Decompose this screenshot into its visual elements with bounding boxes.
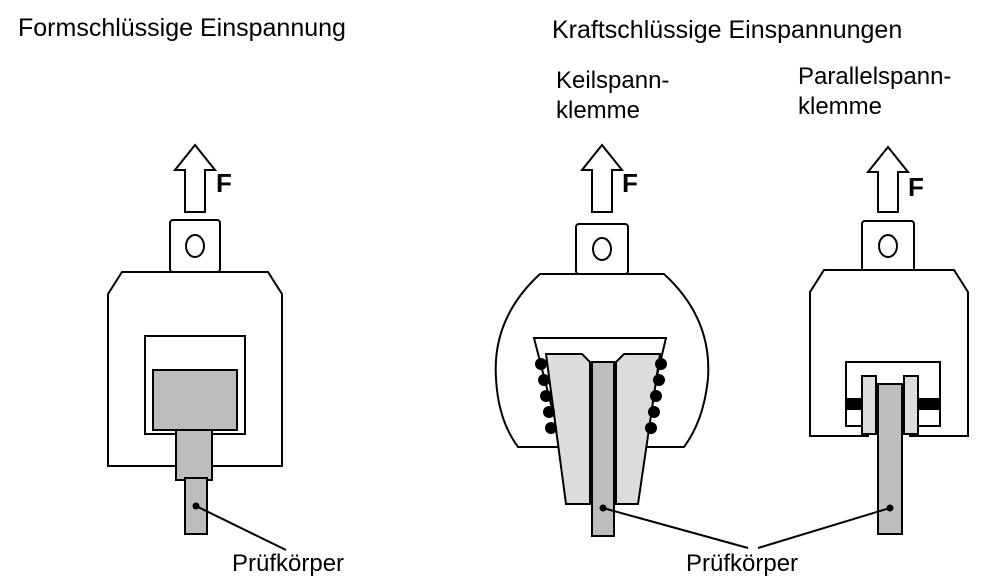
heading-force-locking: Kraftschlüssige Einspannungen xyxy=(552,16,902,44)
specimen-leader-line xyxy=(602,507,749,549)
left-screw xyxy=(846,398,862,410)
specimen-neck xyxy=(175,429,213,481)
wedge-clamp-label-line2: klemme xyxy=(556,97,640,124)
grip-housing xyxy=(494,273,710,448)
specimen-head xyxy=(152,369,238,431)
specimen-strip xyxy=(591,361,615,537)
force-arrow-icon xyxy=(172,143,218,213)
roller-ball xyxy=(538,374,550,386)
lug-hole xyxy=(185,234,205,258)
specimen-label-right: Prüfkörper xyxy=(686,550,798,577)
roller-ball xyxy=(653,374,665,386)
wedge-clamp-grip: F xyxy=(494,143,710,537)
roller-ball xyxy=(543,406,555,418)
roller-ball xyxy=(648,406,660,418)
force-arrow-icon xyxy=(579,143,625,213)
heading-form-locking: Formschlüssige Einspannung xyxy=(18,14,346,42)
lug-hole xyxy=(592,237,612,261)
force-label: F xyxy=(908,172,924,202)
specimen-label-left: Prüfkörper xyxy=(232,550,344,577)
roller-ball xyxy=(655,358,667,370)
force-label: F xyxy=(622,168,638,198)
parallel-clamp-label-line1: Parallelspann- xyxy=(798,63,951,90)
parallel-clamp-label-line2: klemme xyxy=(798,93,882,120)
roller-ball xyxy=(540,390,552,402)
roller-ball xyxy=(545,422,557,434)
right-screw xyxy=(918,398,940,410)
force-label: F xyxy=(216,168,232,198)
specimen-leader-line xyxy=(195,505,287,551)
roller-ball xyxy=(645,422,657,434)
left-jaw xyxy=(861,375,877,435)
roller-ball xyxy=(535,358,547,370)
form-locking-grip: F Prüfkörper xyxy=(107,143,344,577)
parallel-clamp-grip: F xyxy=(809,145,969,535)
wedge-clamp-label-line1: Keilspann- xyxy=(556,67,669,94)
right-jaw xyxy=(903,375,919,435)
roller-ball xyxy=(650,390,662,402)
specimen-leader-line xyxy=(757,507,891,549)
lug-hole xyxy=(878,234,898,258)
force-arrow-icon xyxy=(865,145,911,213)
left-wedge xyxy=(544,353,591,505)
